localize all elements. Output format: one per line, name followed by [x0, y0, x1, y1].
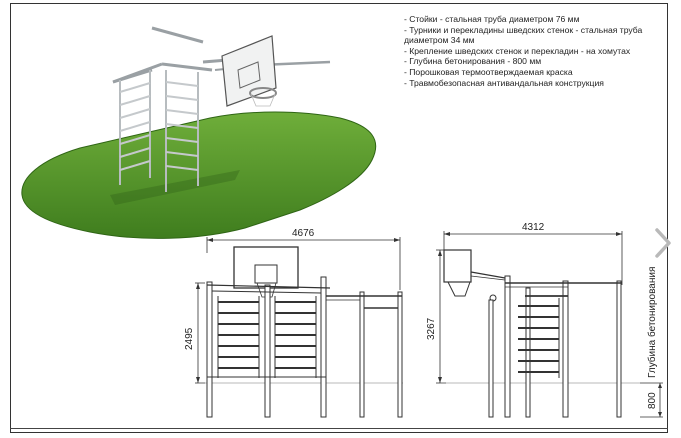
front-elevation — [195, 237, 403, 418]
spec-item: - Травмобезопасная антивандальная констр… — [404, 77, 604, 88]
dim-front-width: 4676 — [292, 228, 315, 239]
spec-item: - Турники и перекладины шведских стенок … — [404, 24, 643, 46]
bottom-border — [10, 428, 668, 429]
chevron-right-icon[interactable] — [650, 226, 676, 260]
spec-item: - Стойки - стальная труба диаметром 76 м… — [404, 14, 580, 24]
dim-front-height: 2495 — [184, 327, 195, 350]
backboard — [221, 35, 277, 107]
spec-item: - Крепление шведских стенок и перекладин… — [404, 45, 631, 56]
dim-side-height: 3267 — [426, 317, 437, 340]
perspective-view — [21, 22, 377, 239]
specification-list: - Стойки - стальная труба диаметром 76 м… — [404, 14, 672, 88]
dim-side-width: 4312 — [522, 222, 545, 233]
spec-item: - Порошковая термоотверждаемая краска — [404, 66, 573, 77]
dim-depth-label: Глубина бетонирования — [646, 267, 658, 378]
hoop — [249, 87, 277, 99]
spec-item: - Глубина бетонирования - 800 мм — [404, 56, 542, 67]
dim-depth: 800 — [647, 392, 658, 409]
side-elevation — [436, 231, 663, 418]
